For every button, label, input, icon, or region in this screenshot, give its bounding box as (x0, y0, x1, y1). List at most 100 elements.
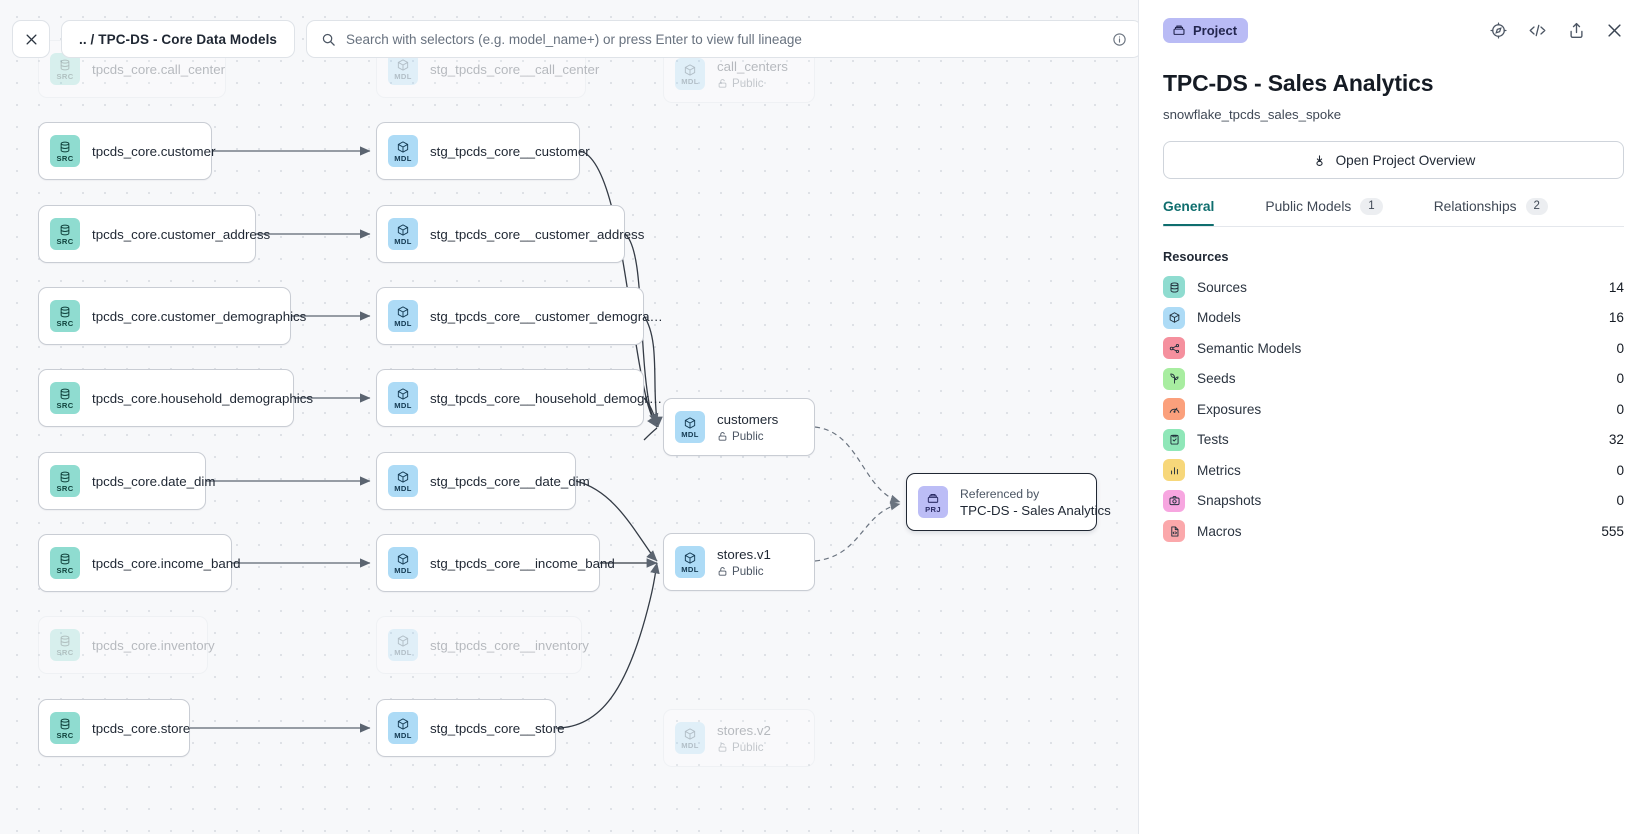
node-label: stg_tpcds_core__customer (430, 143, 590, 159)
resource-row-metrics[interactable]: Metrics 0 (1163, 455, 1624, 486)
node-label: tpcds_core.income_band (92, 555, 241, 571)
node-label: tpcds_core.store (92, 720, 191, 736)
node-access: Public (717, 430, 778, 443)
resources-heading: Resources (1163, 249, 1229, 264)
node-label: tpcds_core.inventory (92, 637, 215, 653)
open-project-overview-label: Open Project Overview (1335, 152, 1476, 168)
panel-actions (1489, 21, 1624, 40)
node-access: Public (717, 741, 771, 754)
seed-icon (1163, 367, 1185, 390)
node-label: stg_tpcds_core__date_dim (430, 473, 590, 489)
model-badge-icon: MDL (388, 629, 418, 661)
clipboard-check-icon (1163, 428, 1185, 451)
search-icon (322, 33, 335, 46)
info-circle-icon[interactable] (1112, 32, 1127, 47)
lineage-node-src-income-band[interactable]: SRC tpcds_core.income_band (38, 534, 241, 592)
lineage-node-mdl-stg-income-band[interactable]: MDL stg_tpcds_core__income_band (376, 534, 615, 592)
bar-chart-icon (1163, 459, 1185, 482)
node-label: stores.v1 (717, 546, 771, 562)
chip-label: Project (1193, 22, 1238, 38)
close-icon (26, 34, 36, 44)
dbt-logo-icon (1316, 154, 1323, 166)
source-badge-icon: SRC (50, 382, 80, 414)
share-icon[interactable] (1567, 21, 1586, 40)
node-kicker: Referenced by (960, 486, 1040, 501)
node-label: stg_tpcds_core__income_band (430, 555, 615, 571)
resource-label: Models (1197, 310, 1241, 326)
node-label: tpcds_core.household_demographics (92, 390, 314, 406)
node-label: stg_tpcds_core__call_center (430, 61, 600, 77)
node-label: call_centers (717, 58, 788, 74)
search-input[interactable] (346, 31, 1103, 47)
resource-row-semantic-models[interactable]: Semantic Models 0 (1163, 333, 1624, 364)
open-project-overview-button[interactable]: Open Project Overview (1163, 141, 1624, 179)
resource-count: 0 (1616, 401, 1624, 417)
page-title: TPC-DS - Sales Analytics (1163, 70, 1434, 96)
search-box[interactable] (306, 20, 1138, 58)
database-icon (1163, 276, 1185, 299)
node-label: tpcds_core.customer_address (92, 226, 271, 242)
tab-general[interactable]: General (1163, 199, 1215, 226)
model-badge-icon: MDL (388, 465, 418, 497)
tab-label: General (1163, 199, 1215, 214)
resource-label: Tests (1197, 432, 1229, 448)
model-badge-icon: MDL (675, 546, 705, 578)
lineage-node-src-household-demographics[interactable]: SRC tpcds_core.household_demographics (38, 369, 313, 427)
close-lineage-button[interactable] (12, 20, 50, 58)
model-badge-icon: MDL (675, 58, 705, 90)
node-label: stg_tpcds_core__customer_demogra… (430, 308, 663, 324)
source-badge-icon: SRC (50, 465, 80, 497)
node-label: tpcds_core.customer_demographics (92, 308, 307, 324)
project-badge-icon: PRJ (918, 486, 948, 518)
cube-icon (1163, 306, 1185, 329)
model-badge-icon: MDL (388, 712, 418, 744)
source-badge-icon: SRC (50, 547, 80, 579)
lock-icon (717, 566, 728, 577)
code-brackets-icon[interactable] (1527, 21, 1548, 40)
lock-icon (717, 78, 728, 89)
close-icon[interactable] (1605, 21, 1624, 40)
project-identifier: snowflake_tpcds_sales_spoke (1163, 107, 1342, 122)
model-badge-icon: MDL (388, 135, 418, 167)
tab-count: 2 (1525, 198, 1548, 215)
tab-relationships[interactable]: Relationships 2 (1434, 198, 1548, 226)
resource-count: 0 (1616, 462, 1624, 478)
compass-icon[interactable] (1489, 21, 1508, 40)
resource-label: Seeds (1197, 371, 1236, 387)
resource-label: Metrics (1197, 462, 1241, 478)
lineage-node-mdl-stg-customer[interactable]: MDL stg_tpcds_core__customer (376, 122, 590, 180)
resource-count: 0 (1616, 340, 1624, 356)
resource-label: Semantic Models (1197, 340, 1302, 356)
source-badge-icon: SRC (50, 135, 80, 167)
tab-label: Relationships (1433, 199, 1517, 214)
breadcrumb-button[interactable]: .. / TPC-DS - Core Data Models (61, 20, 296, 58)
lineage-node-mdl-stg-date-dim[interactable]: MDL stg_tpcds_core__date_dim (376, 452, 590, 510)
model-badge-icon: MDL (388, 53, 418, 85)
model-badge-icon: MDL (388, 547, 418, 579)
